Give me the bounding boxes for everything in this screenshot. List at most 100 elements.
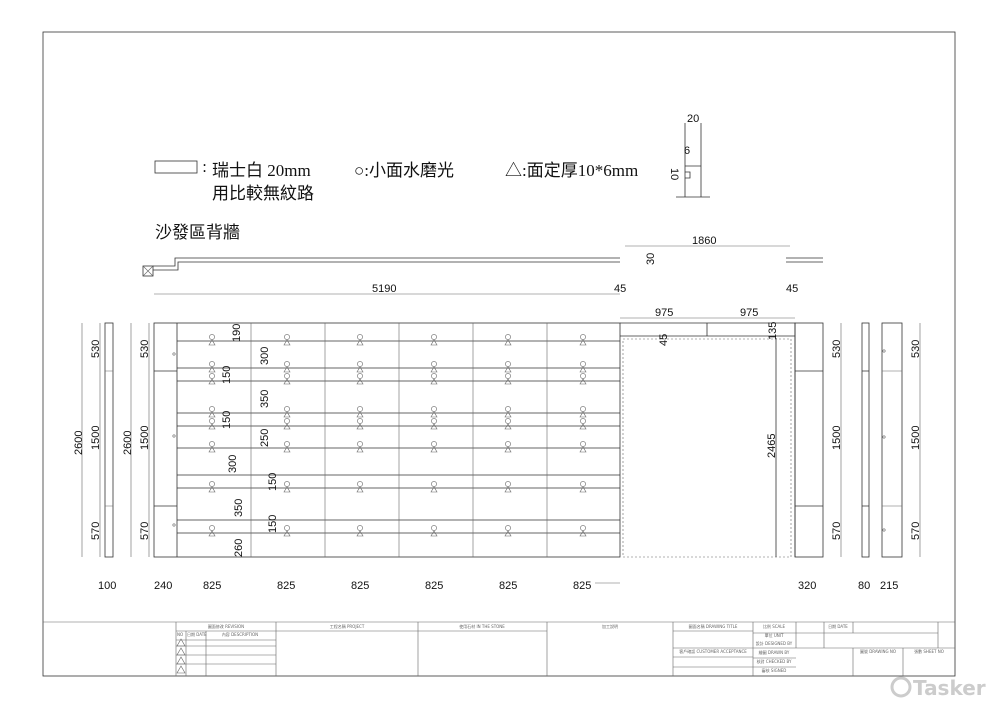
circle-mark-icon — [580, 406, 586, 412]
bottom-dimension-label: 825 — [573, 580, 591, 592]
circle-mark-icon — [209, 373, 215, 379]
triangle-mark-icon — [208, 530, 216, 537]
circle-mark-icon — [284, 418, 290, 424]
bottom-dimension-label: 215 — [880, 580, 898, 592]
triangle-mark-icon — [356, 530, 364, 537]
svg-text:加工說明: 加工說明 — [602, 623, 618, 629]
triangle-mark-icon — [579, 486, 587, 493]
row-dimension-label: 260 — [233, 539, 245, 557]
circle-mark-icon — [284, 441, 290, 447]
dimension-label: 530 — [90, 340, 102, 358]
svg-text::: : — [202, 158, 207, 176]
triangle-mark-icon — [208, 446, 216, 453]
triangle-mark-icon — [430, 366, 438, 373]
circle-mark-icon — [580, 525, 586, 531]
triangle-mark-icon — [504, 423, 512, 430]
circle-mark-icon — [284, 373, 290, 379]
dimension-label: 2600 — [73, 431, 85, 455]
circle-mark-icon — [431, 373, 437, 379]
triangle-mark-icon — [283, 339, 291, 346]
svg-text:單位 UNIT: 單位 UNIT — [765, 632, 784, 638]
triangle-mark-icon — [504, 411, 512, 418]
circle-mark-icon — [505, 525, 511, 531]
svg-text:張數 SHEET NO: 張數 SHEET NO — [914, 648, 944, 654]
triangle-mark-icon — [504, 530, 512, 537]
dimension-label: 45 — [658, 334, 670, 346]
triangle-mark-icon — [356, 423, 364, 430]
triangle-mark-icon — [579, 339, 587, 346]
svg-text:45: 45 — [614, 283, 626, 295]
bottom-dimension-label: 320 — [798, 580, 816, 592]
triangle-mark-icon — [430, 378, 438, 385]
triangle-mark-icon — [504, 378, 512, 385]
dimension-label: 530 — [910, 340, 922, 358]
triangle-mark-icon — [283, 486, 291, 493]
triangle-mark-icon — [283, 411, 291, 418]
circle-mark-icon — [431, 334, 437, 340]
circle-mark-icon — [357, 441, 363, 447]
row-dimension-label: 150 — [221, 411, 233, 429]
drawing-border — [42, 31, 956, 677]
revision-triangle-icon — [176, 647, 186, 656]
dimension-label: 1500 — [90, 426, 102, 450]
circle-mark-icon — [431, 361, 437, 367]
bottom-dimension-label: 825 — [277, 580, 295, 592]
triangle-mark-icon — [356, 366, 364, 373]
circle-mark-icon — [580, 441, 586, 447]
circle-mark-icon — [580, 418, 586, 424]
triangle-mark-icon — [579, 411, 587, 418]
circle-mark-icon — [431, 418, 437, 424]
triangle-mark-icon — [208, 486, 216, 493]
revision-triangle-icon — [176, 638, 186, 647]
circle-mark-icon — [209, 406, 215, 412]
dimension-label: 570 — [910, 522, 922, 540]
circle-mark-icon — [284, 481, 290, 487]
triangle-mark-icon — [356, 378, 364, 385]
triangle-mark-icon — [430, 446, 438, 453]
watermark: Tasker — [890, 676, 986, 700]
svg-text:日期 DATE: 日期 DATE — [828, 623, 848, 629]
circle-mark-icon — [431, 481, 437, 487]
bottom-dimension-label: 825 — [499, 580, 517, 592]
triangle-mark-icon — [430, 411, 438, 418]
row-dimension-label: 350 — [233, 499, 245, 517]
triangle-mark-icon — [504, 339, 512, 346]
plan-view: 5190 1860 30 45 45 — [142, 235, 823, 295]
circle-mark-icon — [580, 373, 586, 379]
dimension-label: 2600 — [122, 431, 134, 455]
circle-mark-icon — [284, 406, 290, 412]
svg-text:繪圖 DRAWN BY: 繪圖 DRAWN BY — [759, 649, 790, 655]
svg-text:1860: 1860 — [692, 235, 716, 247]
triangle-mark-icon — [504, 486, 512, 493]
circle-mark-icon — [209, 525, 215, 531]
legend-rect-note: 用比較無紋路 — [212, 184, 314, 203]
circle-mark-icon — [209, 334, 215, 340]
svg-text:日期 DATE: 日期 DATE — [187, 631, 207, 637]
circle-mark-icon — [357, 361, 363, 367]
svg-text:20: 20 — [687, 113, 699, 125]
svg-text:Tasker: Tasker — [913, 676, 986, 700]
svg-text:使用石材 IN THE STONE: 使用石材 IN THE STONE — [459, 623, 505, 629]
triangle-mark-icon — [208, 411, 216, 418]
bottom-dimension-label: 80 — [858, 580, 870, 592]
circle-mark-icon — [505, 361, 511, 367]
circle-mark-icon — [209, 361, 215, 367]
triangle-mark-icon — [504, 366, 512, 373]
triangle-mark-icon — [283, 423, 291, 430]
svg-text:設計 DESIGNED BY: 設計 DESIGNED BY — [756, 640, 793, 646]
circle-mark-icon — [505, 441, 511, 447]
legend-circle-label: ○:小面水磨光 — [354, 161, 454, 180]
circle-mark-icon — [505, 418, 511, 424]
revision-triangle-icon — [176, 665, 186, 674]
bottom-dimension-label: 825 — [351, 580, 369, 592]
triangle-mark-icon — [430, 423, 438, 430]
row-dimension-label: 190 — [231, 324, 243, 342]
triangle-mark-icon — [356, 339, 364, 346]
circle-mark-icon — [209, 441, 215, 447]
circle-mark-icon — [357, 334, 363, 340]
triangle-mark-icon — [283, 366, 291, 373]
svg-text:6: 6 — [684, 145, 690, 157]
circle-mark-icon — [580, 334, 586, 340]
triangle-mark-icon — [356, 446, 364, 453]
triangle-mark-icon — [356, 411, 364, 418]
